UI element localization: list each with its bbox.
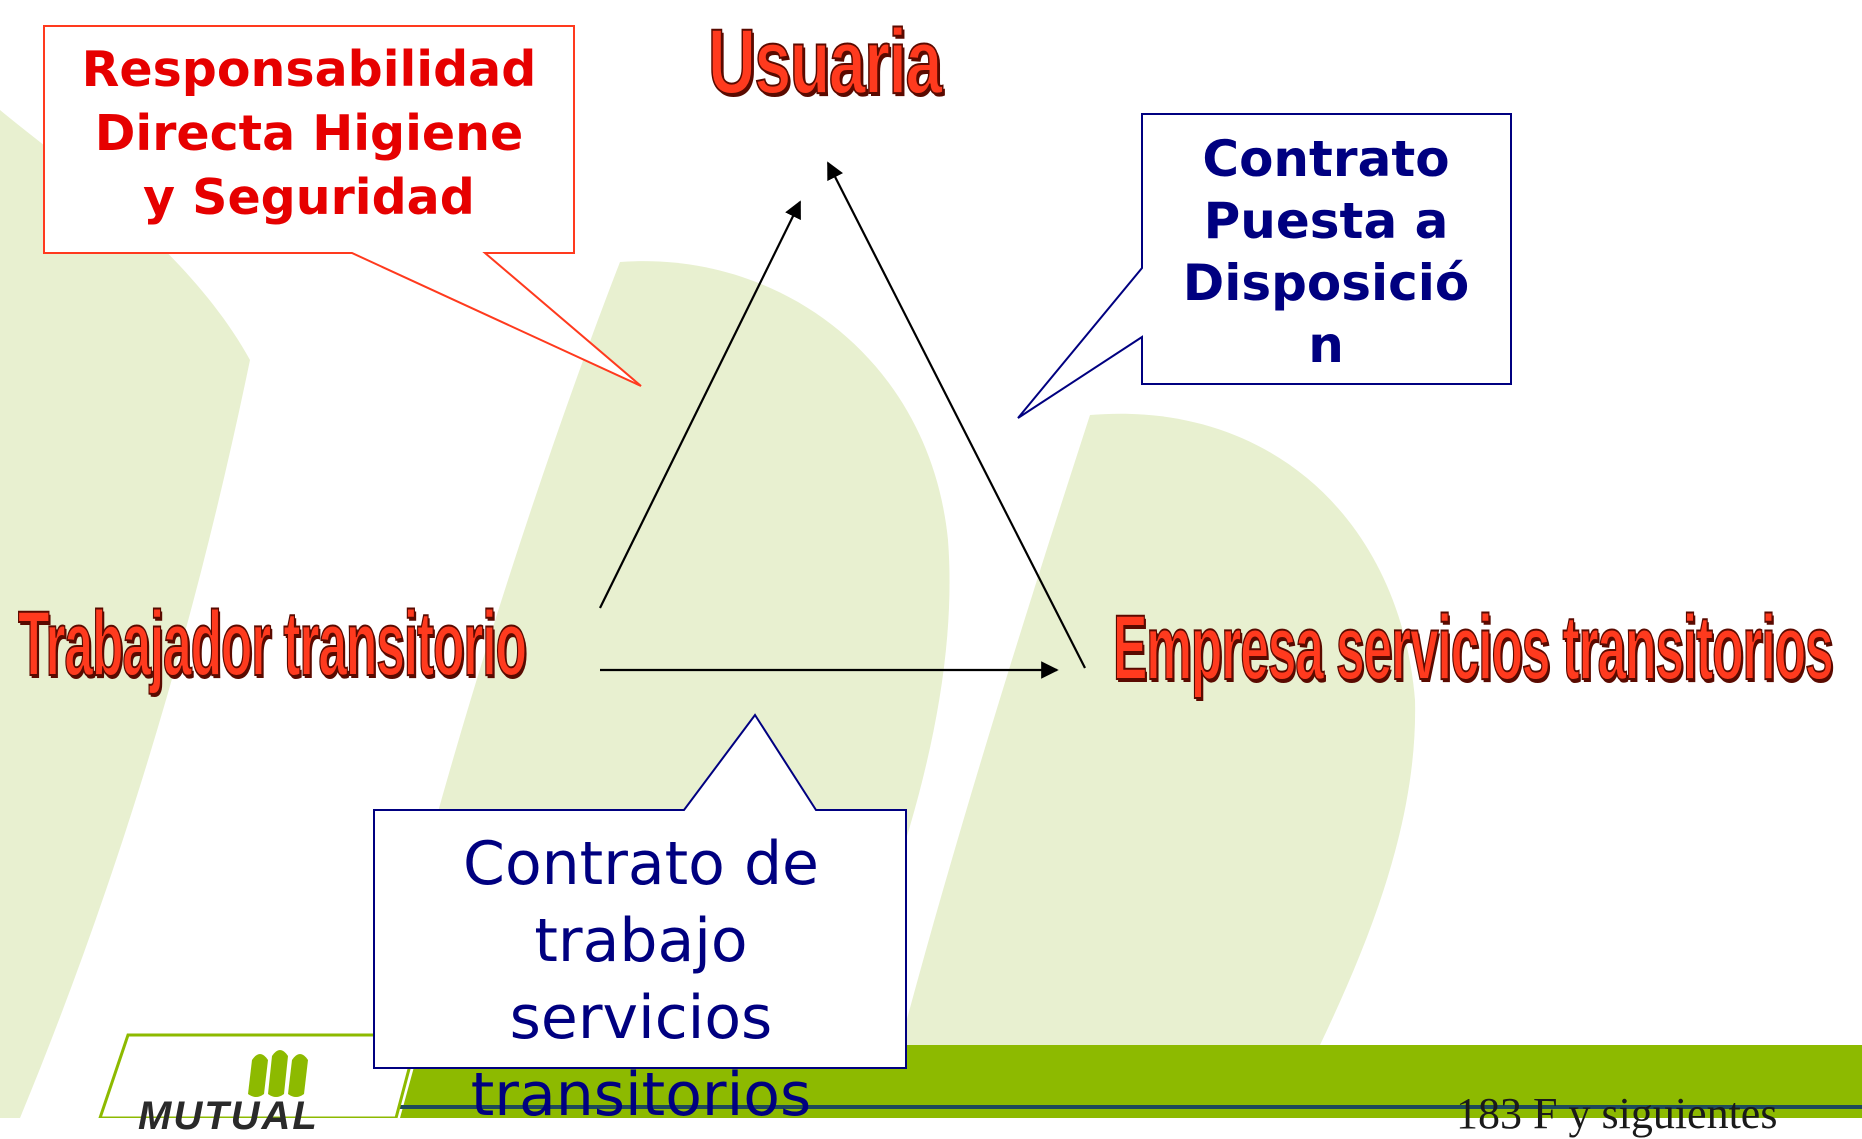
callout-contrato-puesta: Contrato Puesta a Disposició n [1142, 128, 1510, 376]
callout-line: Responsabilidad [81, 41, 537, 98]
background-shape-right [900, 413, 1416, 1046]
callout-line: Disposició [1182, 254, 1470, 312]
mutual-logo-icon [248, 1050, 308, 1097]
callout-line: Puesta a [1203, 192, 1449, 250]
arrow-trabajador-to-usuaria [599, 200, 801, 609]
node-usuaria: Usuaria [707, 10, 943, 114]
node-trabajador-transitorio: Trabajador transitorio [17, 592, 527, 696]
callout-line: trabajo [534, 906, 748, 976]
page-reference: 183 F y siguientes [1456, 1089, 1778, 1138]
callout-line: servicios [509, 983, 773, 1053]
background-shape-left [0, 110, 250, 1118]
callout-responsabilidad-box [43, 25, 642, 387]
callout-line: Contrato de [463, 829, 819, 899]
callout-contrato-trabajo: Contrato de trabajo servicios transitori… [374, 826, 908, 1134]
callout-line: transitorios [470, 1060, 812, 1130]
arrow-empresa-to-usuaria [827, 161, 1086, 669]
callout-responsabilidad: Responsabilidad Directa Higiene y Seguri… [44, 38, 574, 230]
callout-line: n [1308, 316, 1344, 374]
callout-contrato-trabajo-box [373, 713, 907, 1069]
callout-puesta-box [1017, 113, 1512, 419]
node-empresa-servicios-transitorios: Empresa servicios transitorios [1112, 596, 1834, 700]
callout-line: y Seguridad [143, 169, 475, 226]
callout-line: Contrato [1202, 130, 1450, 188]
callout-line: Directa Higiene [94, 105, 524, 162]
mutual-logo-text: MUTUAL [138, 1094, 319, 1138]
